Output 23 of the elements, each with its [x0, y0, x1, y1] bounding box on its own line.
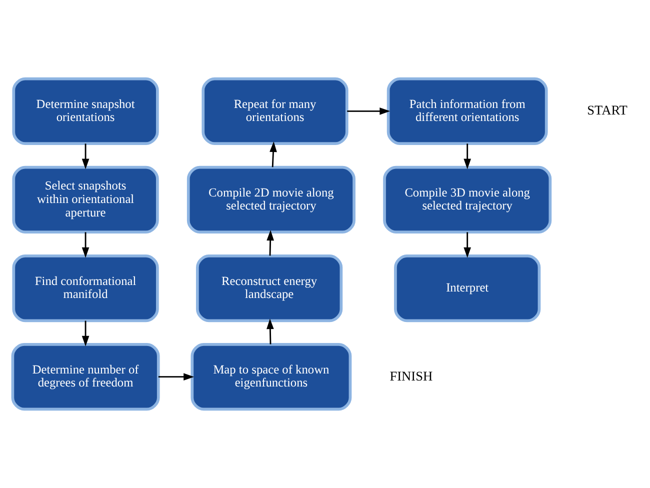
node-box: Determine snapshot orientations — [12, 77, 159, 145]
node-box: Map to space of known eigenfunctions — [190, 343, 352, 411]
node-box: Select snapshots within orientational aperture — [12, 166, 159, 234]
node-box: Determine number of degrees of freedom — [11, 343, 160, 411]
arrow — [82, 144, 90, 170]
arrow — [464, 232, 472, 258]
node-box: Reconstruct energy landscape — [196, 254, 343, 322]
arrow — [266, 230, 274, 256]
arrow — [82, 320, 90, 346]
label: START — [587, 102, 628, 118]
arrow — [82, 232, 90, 258]
arrow — [464, 144, 472, 170]
arrow — [158, 373, 194, 380]
node-box: Compile 3D movie along selected trajectory — [383, 166, 552, 234]
node-box: Compile 2D movie along selected trajectory — [186, 166, 356, 234]
node-box: Patch information from different orientations — [386, 77, 548, 145]
node-box: Find conformational manifold — [12, 254, 159, 322]
arrow — [266, 318, 274, 344]
arrow — [347, 108, 390, 115]
arrow — [270, 141, 277, 168]
label: FINISH — [390, 368, 433, 384]
node-box: Repeat for many orientations — [202, 77, 348, 145]
node-box: Interpret — [394, 254, 541, 322]
